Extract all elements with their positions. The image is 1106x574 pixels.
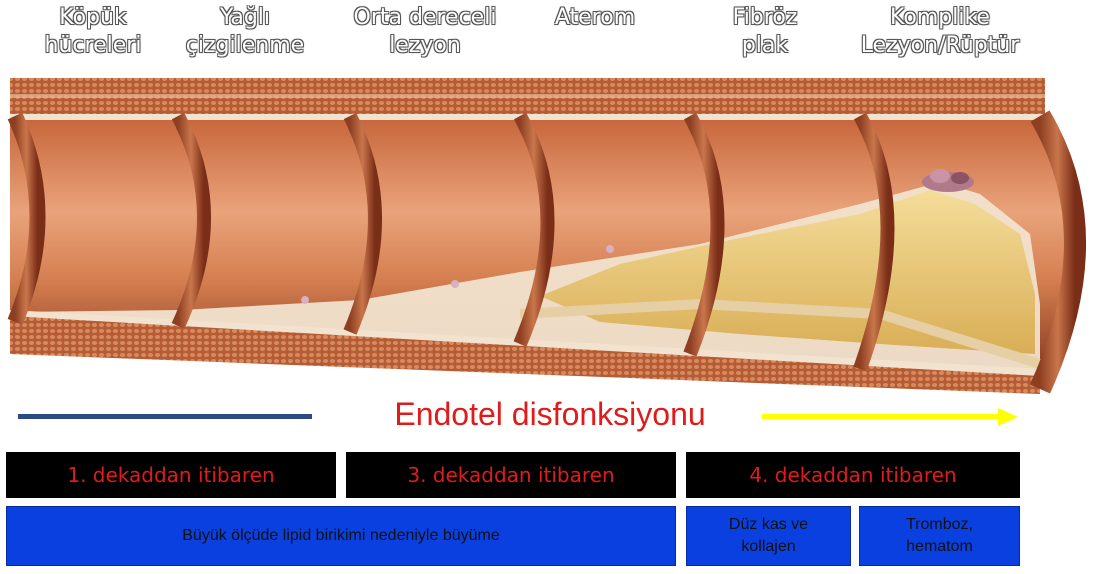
stage-label-line1: Yağlı [170,4,320,32]
stage-label-line1: Fibröz [690,4,840,32]
stage-label-atheroma: Aterom [520,4,670,32]
decade-box-4: 4. dekaddan itibaren [686,452,1020,498]
stage-label-intermediate-lesion: Orta dereceli lezyon [330,4,520,60]
description-line1: Düz kas ve [729,514,808,536]
description-thrombosis: Tromboz, hematom [859,506,1020,566]
timeline-arrow-head [998,408,1018,426]
stage-label-line2: hücreleri [18,32,168,60]
description-text: Büyük ölçüde lipid birikimi nedeniyle bü… [182,525,500,547]
timeline-line-left [18,414,312,419]
stage-label-line2: Aterom [520,4,670,32]
decade-label: 4. dekaddan itibaren [749,463,956,487]
description-line1: Tromboz, [906,514,973,536]
description-smooth-muscle: Düz kas ve kollajen [686,506,851,566]
stage-label-foam-cells: Köpük hücreleri [18,4,168,60]
description-line2: kollajen [729,536,808,558]
stage-label-line1: Köpük [18,4,168,32]
stage-label-line2: çizgilenme [170,32,320,60]
decade-box-1: 1. dekaddan itibaren [6,452,336,498]
stage-label-line1: Orta dereceli [330,4,520,32]
description-line2: hematom [906,536,973,558]
timeline-title: Endotel disfonksiyonu [340,396,760,433]
stage-label-complicated-lesion: Komplike Lezyon/Rüptür [840,4,1040,60]
stage-label-line1: Komplike [840,4,1040,32]
artery-illustration [0,64,1106,394]
decade-label: 3. dekaddan itibaren [407,463,614,487]
stage-label-line2: Lezyon/Rüptür [840,32,1040,60]
stage-label-fatty-streak: Yağlı çizgilenme [170,4,320,60]
stage-label-line2: plak [690,32,840,60]
decade-label: 1. dekaddan itibaren [67,463,274,487]
timeline-line-right [762,414,1000,419]
stage-label-line2: lezyon [330,32,520,60]
stage-label-fibrous-plaque: Fibröz plak [690,4,840,60]
description-lipid-growth: Büyük ölçüde lipid birikimi nedeniyle bü… [6,506,676,566]
decade-box-3: 3. dekaddan itibaren [346,452,676,498]
